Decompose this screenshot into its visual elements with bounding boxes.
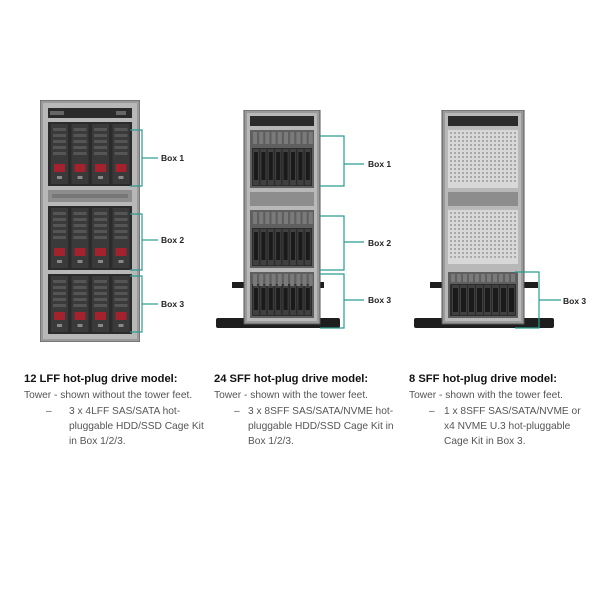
drive-latch — [54, 248, 65, 256]
drive-latch — [95, 164, 106, 172]
server-24sff-image — [216, 110, 340, 336]
box2-label-server2: Box 2 — [368, 238, 392, 248]
bullet-dash: – — [429, 406, 435, 417]
model-bullet: – 1 x 8SFF SAS/SATA/NVME or x4 NVME U.3 … — [409, 404, 589, 449]
model-description-8sff: 8 SFF hot-plug drive model: Tower - show… — [409, 372, 589, 449]
bullet-text: 3 x 8SFF SAS/SATA/NVME hot- pluggable HD… — [248, 406, 394, 447]
bullet-text: 1 x 8SFF SAS/SATA/NVME or x4 NVME U.3 ho… — [444, 406, 581, 447]
model-subtitle: Tower - shown with the tower feet. — [214, 390, 369, 401]
box3-label-server1: Box 3 — [161, 299, 185, 309]
box-brackets-server3 — [515, 271, 561, 329]
model-title: 12 LFF hot-plug drive model: — [24, 373, 178, 385]
model-description-24sff: 24 SFF hot-plug drive model: Tower - sho… — [214, 372, 394, 449]
box3-label-server2: Box 3 — [368, 295, 392, 305]
server-12lff-image — [40, 100, 140, 342]
bullet-dash: – — [234, 406, 240, 417]
box-brackets-server2 — [320, 135, 364, 329]
drive-latch — [54, 312, 65, 320]
drive-latch — [115, 248, 127, 256]
bullet-dash: – — [46, 406, 52, 417]
model-bullet: – 3 x 4LFF SAS/SATA hot-pluggable HDD/SS… — [24, 404, 204, 449]
box1-label-server1: Box 1 — [161, 153, 185, 163]
model-subtitle: Tower - shown without the tower feet. — [24, 390, 193, 401]
model-title: 24 SFF hot-plug drive model: — [214, 373, 369, 385]
model-subtitle: Tower - shown with the tower feet. — [409, 390, 564, 401]
drive-latch — [74, 164, 86, 172]
box1-label-server2: Box 1 — [368, 159, 392, 169]
model-description-12lff: 12 LFF hot-plug drive model: Tower - sho… — [24, 372, 204, 449]
drive-latch — [54, 164, 65, 172]
bullet-text: 3 x 4LFF SAS/SATA hot-pluggable HDD/SSD … — [69, 406, 204, 447]
server-8sff-image — [414, 110, 554, 336]
drive-latch — [115, 312, 127, 320]
model-title: 8 SFF hot-plug drive model: — [409, 373, 557, 385]
drive-latch — [115, 164, 127, 172]
drive-latch — [95, 248, 106, 256]
drive-latch — [95, 312, 106, 320]
drive-latch — [74, 248, 86, 256]
box-brackets-server1 — [130, 129, 158, 333]
box3-label-server3: Box 3 — [563, 296, 587, 306]
drive-latch — [74, 312, 86, 320]
box2-label-server1: Box 2 — [161, 235, 185, 245]
model-bullet: – 3 x 8SFF SAS/SATA/NVME hot- pluggable … — [214, 404, 394, 449]
